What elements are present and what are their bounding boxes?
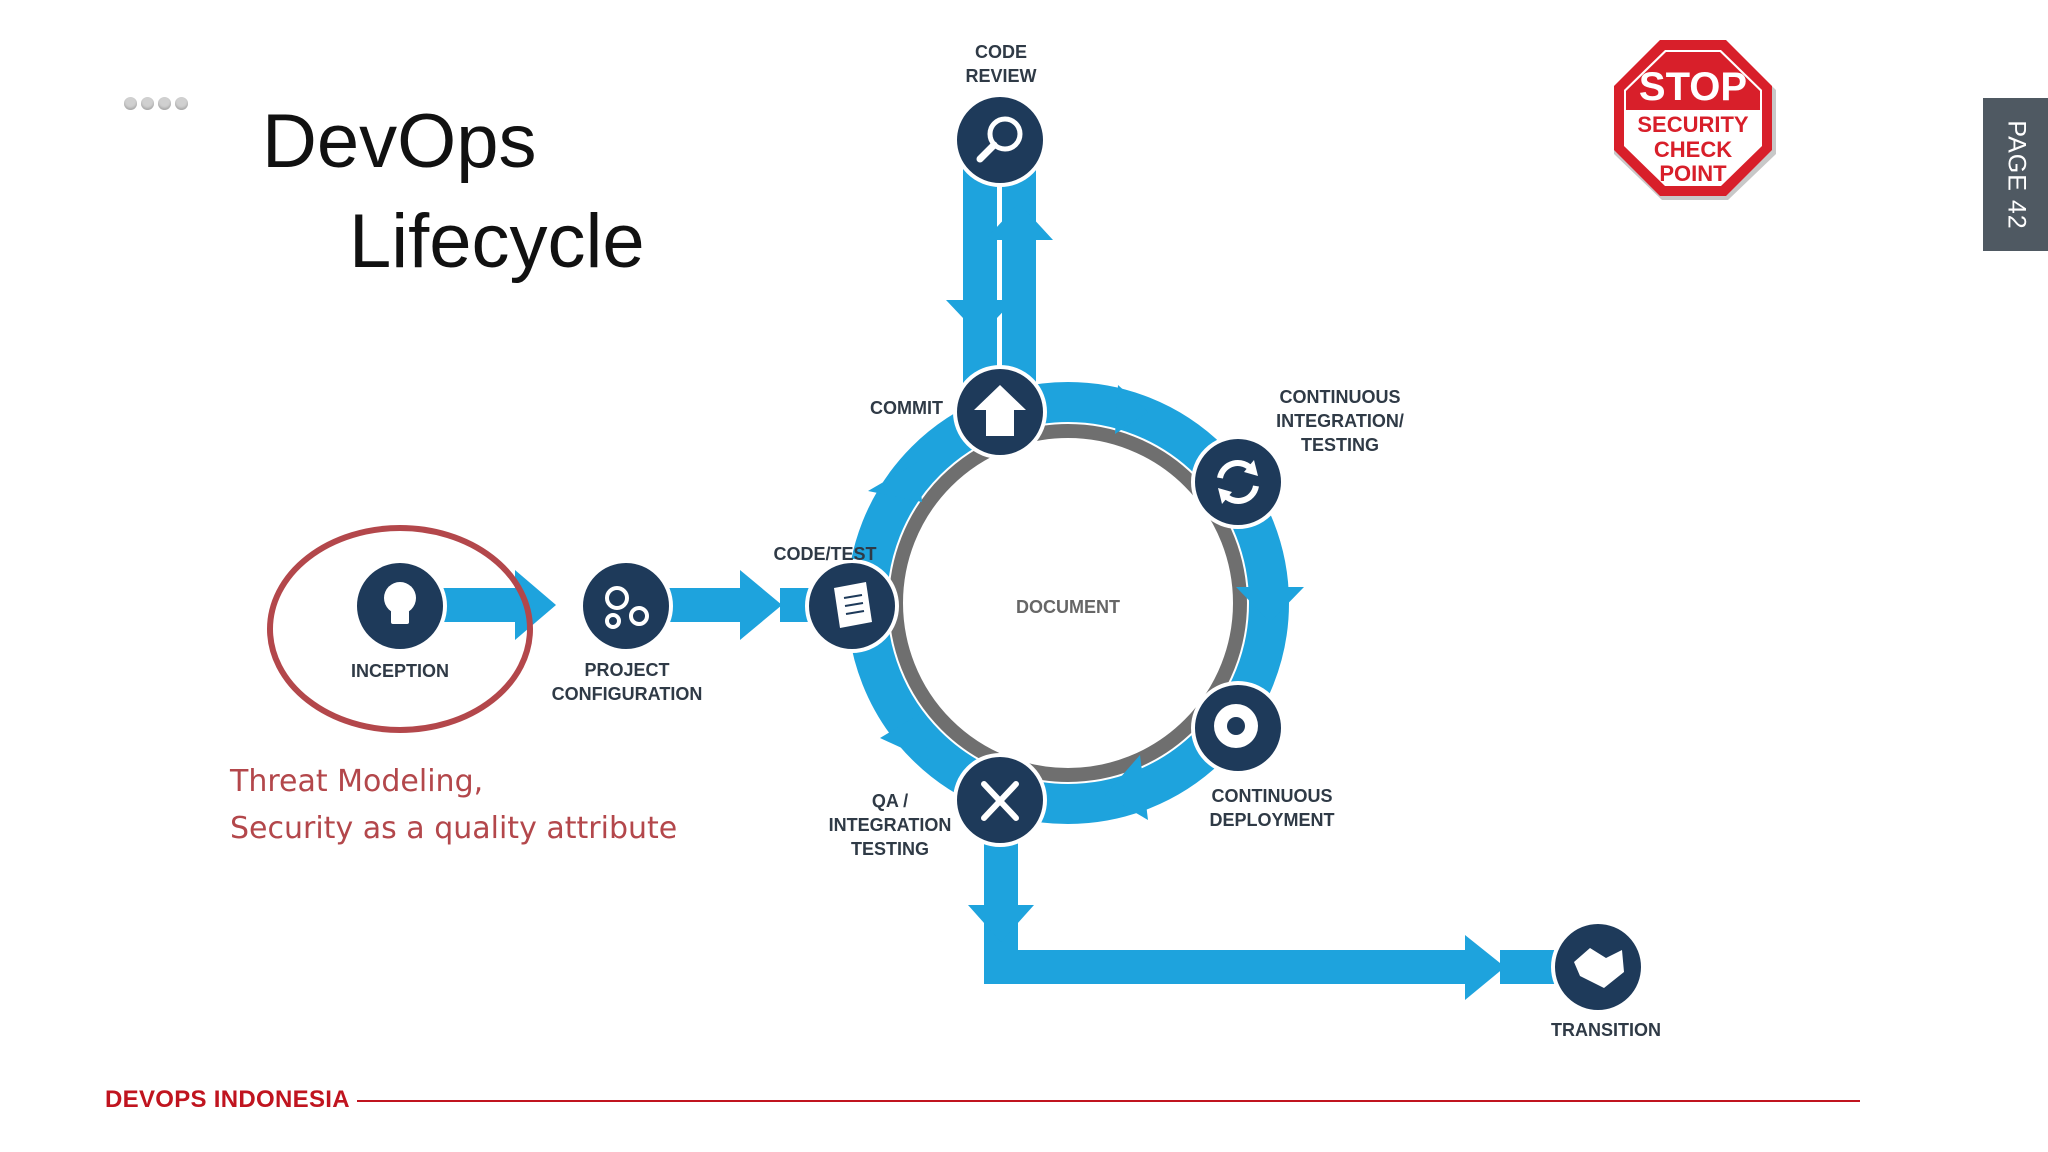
sync-icon <box>1217 460 1259 504</box>
home-icon <box>974 385 1026 436</box>
transition-node <box>1551 920 1645 1014</box>
footer-brand: DEVOPS INDONESIA <box>105 1086 350 1113</box>
project-label-1: PROJECT <box>584 660 669 680</box>
ring-arrow-3 <box>1105 755 1148 820</box>
continuous-deployment-node <box>1191 681 1285 775</box>
gears-icon <box>605 586 649 629</box>
review-arrow-up <box>985 203 1053 240</box>
inception-label: INCEPTION <box>351 661 449 681</box>
slide-title-line2: Lifecycle <box>349 199 645 284</box>
inception-highlight-circle <box>267 525 533 733</box>
review-arrow-down <box>946 300 1014 336</box>
center-label: DOCUMENT <box>1016 597 1120 617</box>
qa-label-3: TESTING <box>851 839 929 859</box>
footer-divider <box>357 1100 1860 1102</box>
magnifier-icon <box>976 116 1023 163</box>
lightbulb-icon <box>384 582 416 624</box>
arrow-project-code <box>665 588 745 622</box>
code-test-label: CODE/TEST <box>773 544 876 564</box>
code-review-label-1: CODE <box>975 42 1027 62</box>
qa-label-1: QA / <box>872 791 908 811</box>
qa-label-2: INTEGRATION <box>829 815 952 835</box>
stop-sign-icon: STOP SECURITY CHECK POINT <box>1614 40 1776 200</box>
project-label-2: CONFIGURATION <box>552 684 703 704</box>
cd-label-1: CONTINUOUS <box>1212 786 1333 806</box>
commit-node <box>953 365 1047 459</box>
threat-modeling-note: Threat Modeling, Security as a quality a… <box>230 758 677 852</box>
project-configuration-node <box>579 559 673 653</box>
scroll-icon <box>834 582 872 628</box>
stop-sign-line2: CHECK <box>1654 137 1732 162</box>
stop-sign-line3: POINT <box>1659 161 1727 186</box>
inception-node <box>353 559 447 653</box>
ring-arrow-2 <box>1236 587 1304 622</box>
ci-label-2: INTEGRATION/ <box>1276 411 1404 431</box>
threat-line-1: Threat Modeling, <box>230 764 484 799</box>
arrow-to-transition-right <box>984 950 1468 984</box>
commit-label: COMMIT <box>870 398 943 418</box>
code-review-label-2: REVIEW <box>965 66 1036 86</box>
page-number-tab: PAGE 42 <box>1983 98 2048 251</box>
cd-label-2: DEPLOYMENT <box>1209 810 1334 830</box>
slide-dots-icon <box>124 97 188 110</box>
ci-label-1: CONTINUOUS <box>1280 387 1401 407</box>
ring-arrow-5 <box>868 462 922 502</box>
ring-arrow-4 <box>880 712 928 760</box>
transition-label: TRANSITION <box>1551 1020 1661 1040</box>
stop-sign-line1: SECURITY <box>1637 112 1749 137</box>
threat-line-2: Security as a quality attribute <box>230 811 678 846</box>
qa-integration-node <box>953 753 1047 847</box>
tools-icon <box>981 781 1019 821</box>
code-review-node <box>953 93 1047 187</box>
slide-title-line1: DevOps <box>262 99 537 184</box>
ring-arrow-1 <box>1115 385 1148 434</box>
stop-sign-top: STOP <box>1639 65 1747 109</box>
gear-icon <box>1214 704 1258 748</box>
continuous-integration-node <box>1191 435 1285 529</box>
code-test-node <box>805 559 899 653</box>
handshake-icon <box>1574 948 1624 988</box>
ci-label-3: TESTING <box>1301 435 1379 455</box>
